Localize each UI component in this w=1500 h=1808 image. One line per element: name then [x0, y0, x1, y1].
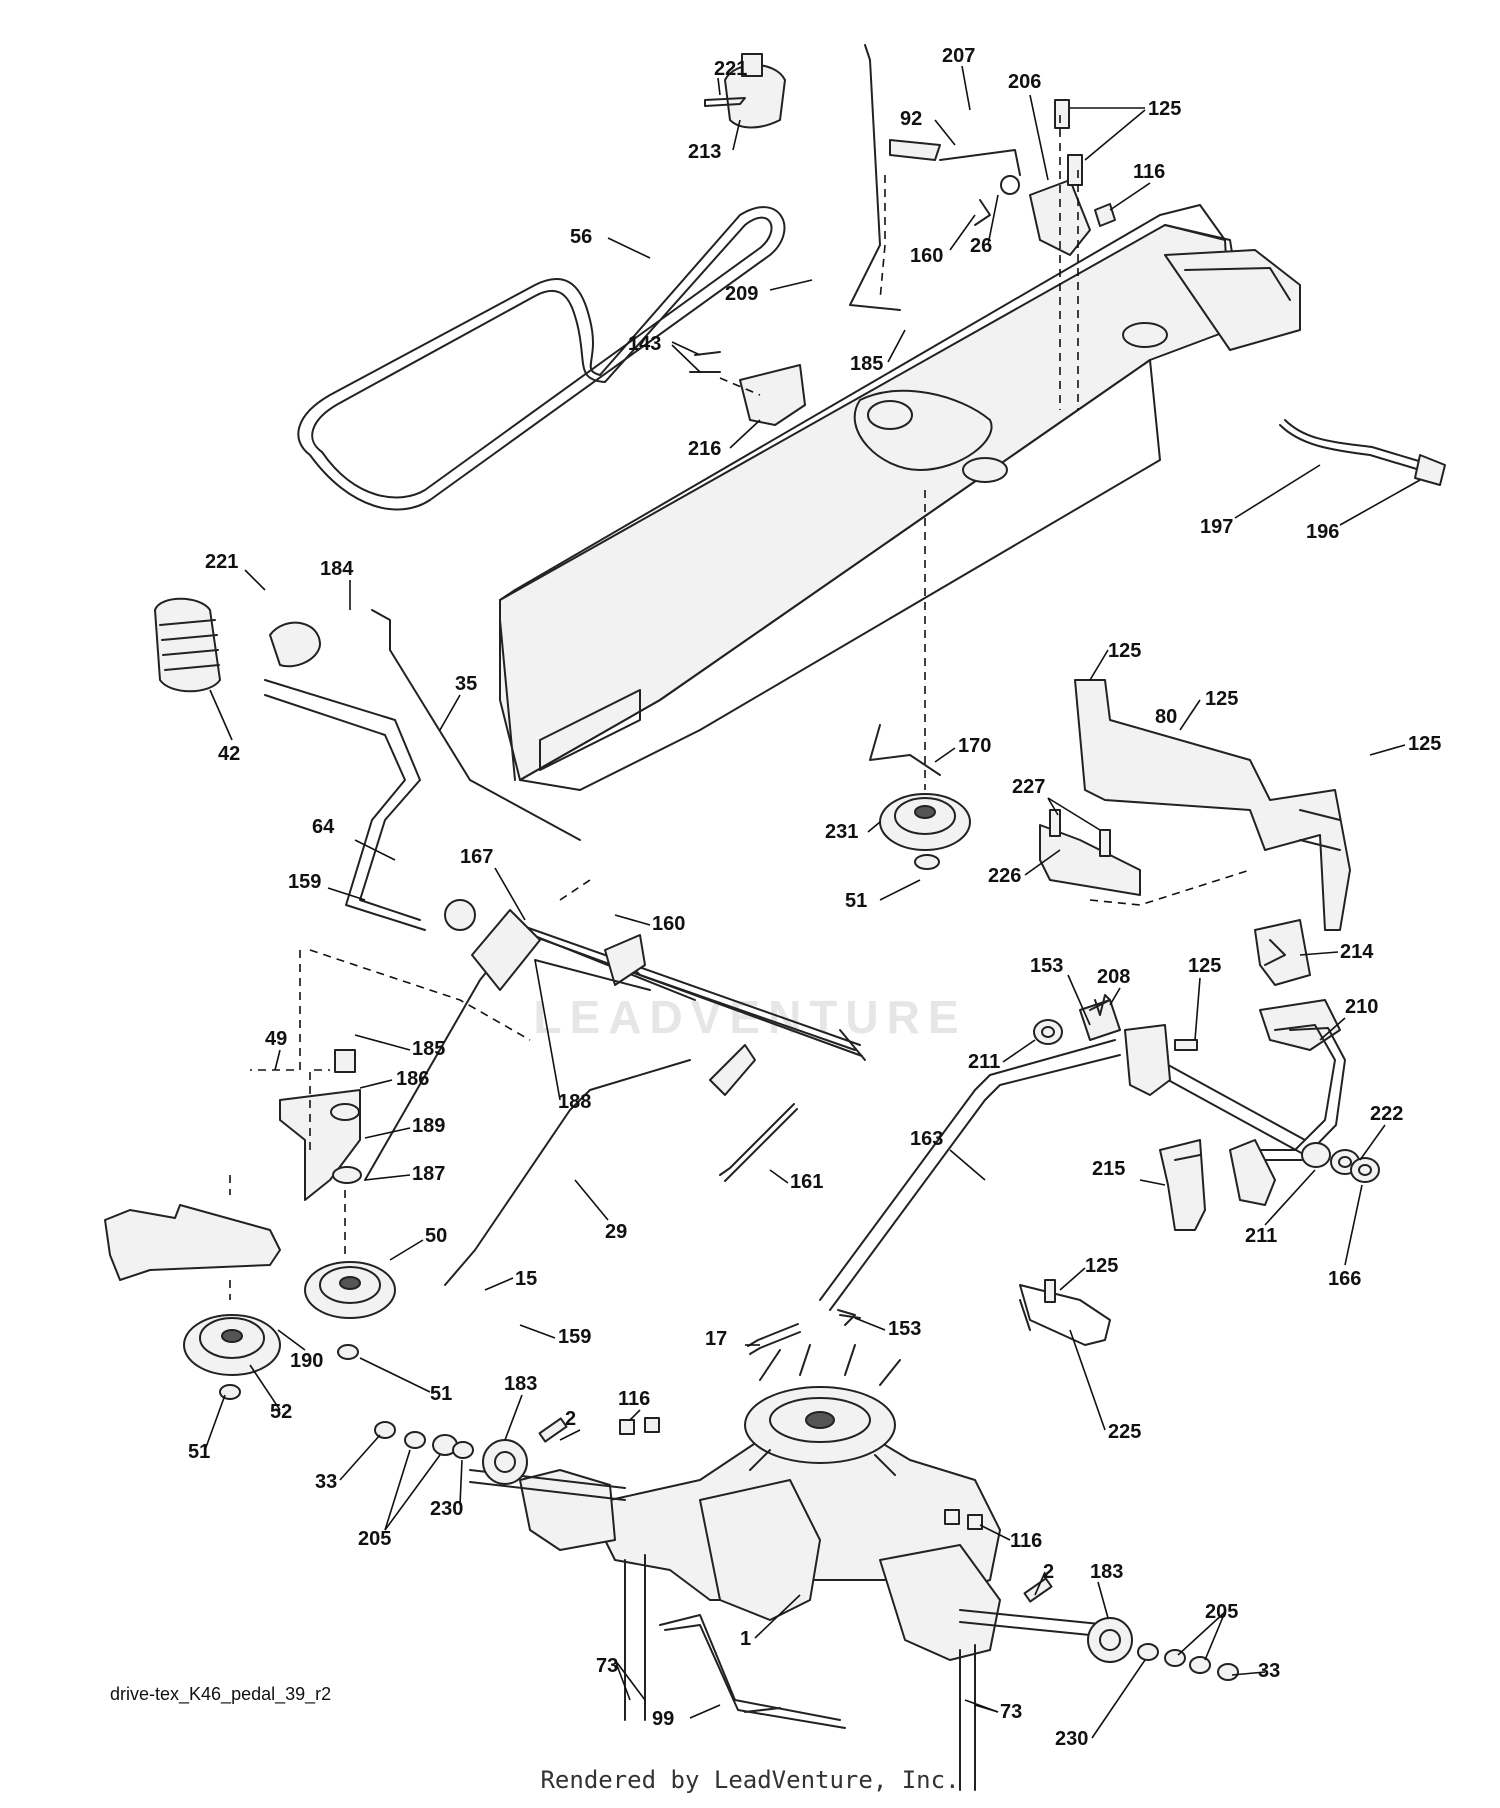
- callout-210: 210: [1345, 996, 1378, 1018]
- callout-183-left: 183: [504, 1373, 537, 1395]
- callout-52: 52: [270, 1401, 292, 1423]
- callout-211-top: 211: [968, 1051, 1000, 1073]
- leader-lines: [204, 65, 1421, 1739]
- callout-33-right: 33: [1258, 1660, 1280, 1682]
- callout-51-left: 51: [188, 1441, 210, 1463]
- callout-125-top: 125: [1148, 98, 1181, 120]
- callout-187: 187: [412, 1163, 445, 1185]
- callout-64: 64: [312, 816, 335, 838]
- callout-215: 215: [1092, 1158, 1125, 1180]
- callout-2-right: 2: [1043, 1561, 1054, 1583]
- drive-belt: [297, 206, 786, 511]
- callout-196: 196: [1306, 521, 1339, 543]
- callout-116-right: 116: [1010, 1530, 1042, 1552]
- callout-33-left: 33: [315, 1471, 337, 1493]
- callout-213: 213: [688, 141, 721, 163]
- callout-125-pedal: 125: [1188, 955, 1221, 977]
- callout-183-right: 183: [1090, 1561, 1123, 1583]
- callout-2-left: 2: [565, 1408, 576, 1430]
- callout-92: 92: [900, 108, 922, 130]
- callout-209: 209: [725, 283, 758, 305]
- callout-225: 225: [1108, 1421, 1141, 1443]
- idler-pulley-231: [869, 490, 971, 870]
- callout-125-80c: 125: [1408, 733, 1441, 755]
- callout-153-top: 153: [1030, 955, 1063, 977]
- watermark: LEADVENTURE: [533, 991, 967, 1043]
- callout-99: 99: [652, 1708, 674, 1730]
- cable-197: [1279, 419, 1446, 486]
- callout-185-left: 185: [412, 1038, 445, 1060]
- callout-42: 42: [218, 743, 240, 765]
- callout-206: 206: [1008, 71, 1041, 93]
- callout-116-mid: 116: [618, 1388, 650, 1410]
- callout-163: 163: [910, 1128, 943, 1150]
- callout-190: 190: [290, 1350, 323, 1372]
- left-lever-assembly: [154, 597, 866, 1286]
- callout-73-right: 73: [1000, 1701, 1022, 1723]
- render-credit: Rendered by LeadVenture, Inc.: [540, 1766, 960, 1794]
- callout-226: 226: [988, 865, 1021, 887]
- callout-125-225: 125: [1085, 1255, 1118, 1277]
- callout-1: 1: [740, 1628, 751, 1650]
- callout-207: 207: [942, 45, 975, 67]
- callout-17: 17: [705, 1328, 727, 1350]
- callout-125-80b: 125: [1205, 688, 1238, 710]
- callout-221-left: 221: [205, 551, 238, 573]
- callout-211-bottom: 211: [1245, 1225, 1277, 1247]
- callout-26: 26: [970, 235, 992, 257]
- callout-216: 216: [688, 438, 721, 460]
- callout-51-idler: 51: [845, 890, 867, 912]
- callout-56: 56: [570, 226, 592, 248]
- callout-49: 49: [265, 1028, 287, 1050]
- callout-230-left: 230: [430, 1498, 463, 1520]
- callout-205-right: 205: [1205, 1601, 1238, 1623]
- callout-143: 143: [628, 333, 661, 355]
- callout-222: 222: [1370, 1103, 1403, 1125]
- springs: [719, 1103, 856, 1355]
- callout-188: 188: [558, 1091, 591, 1113]
- callout-166: 166: [1328, 1268, 1361, 1290]
- callout-153-bottom: 153: [888, 1318, 921, 1340]
- callouts: 221 213 207 92 206 125 116 56 160 26 209…: [188, 45, 1441, 1750]
- callout-159-bottom: 159: [558, 1326, 591, 1348]
- callout-185-top: 185: [850, 353, 883, 375]
- callout-197: 197: [1200, 516, 1233, 538]
- callout-221-top: 221: [714, 58, 747, 80]
- callout-15: 15: [515, 1268, 537, 1290]
- callout-170: 170: [958, 735, 991, 757]
- callout-50: 50: [425, 1225, 447, 1247]
- callout-231: 231: [825, 821, 858, 843]
- callout-51-mid: 51: [430, 1383, 452, 1405]
- pulley-bracket-group: [104, 1049, 396, 1400]
- right-pedal-assembly: [819, 919, 1380, 1346]
- diagram-code-label: drive-tex_K46_pedal_39_r2: [110, 1684, 332, 1704]
- callout-159-left: 159: [288, 871, 321, 893]
- callout-160-top: 160: [910, 245, 943, 267]
- callout-35: 35: [455, 673, 477, 695]
- callout-29: 29: [605, 1221, 627, 1243]
- transaxle: [374, 1344, 1239, 1791]
- callout-189: 189: [412, 1115, 445, 1137]
- upper-linkage: [689, 44, 1116, 426]
- callout-214: 214: [1340, 941, 1374, 963]
- callout-125-80a: 125: [1108, 640, 1141, 662]
- callout-116-top: 116: [1133, 161, 1165, 183]
- bracket-80: [1039, 679, 1351, 931]
- callout-230-right: 230: [1055, 1728, 1088, 1750]
- callout-186: 186: [396, 1068, 429, 1090]
- callout-161: 161: [790, 1171, 823, 1193]
- callout-167: 167: [460, 846, 493, 868]
- callout-184: 184: [320, 558, 354, 580]
- callout-80: 80: [1155, 706, 1177, 728]
- main-frame: [499, 204, 1301, 791]
- callout-208: 208: [1097, 966, 1130, 988]
- callout-160-mid: 160: [652, 913, 685, 935]
- callout-205-left: 205: [358, 1528, 391, 1550]
- callout-73-left: 73: [596, 1655, 618, 1677]
- callout-227: 227: [1012, 776, 1045, 798]
